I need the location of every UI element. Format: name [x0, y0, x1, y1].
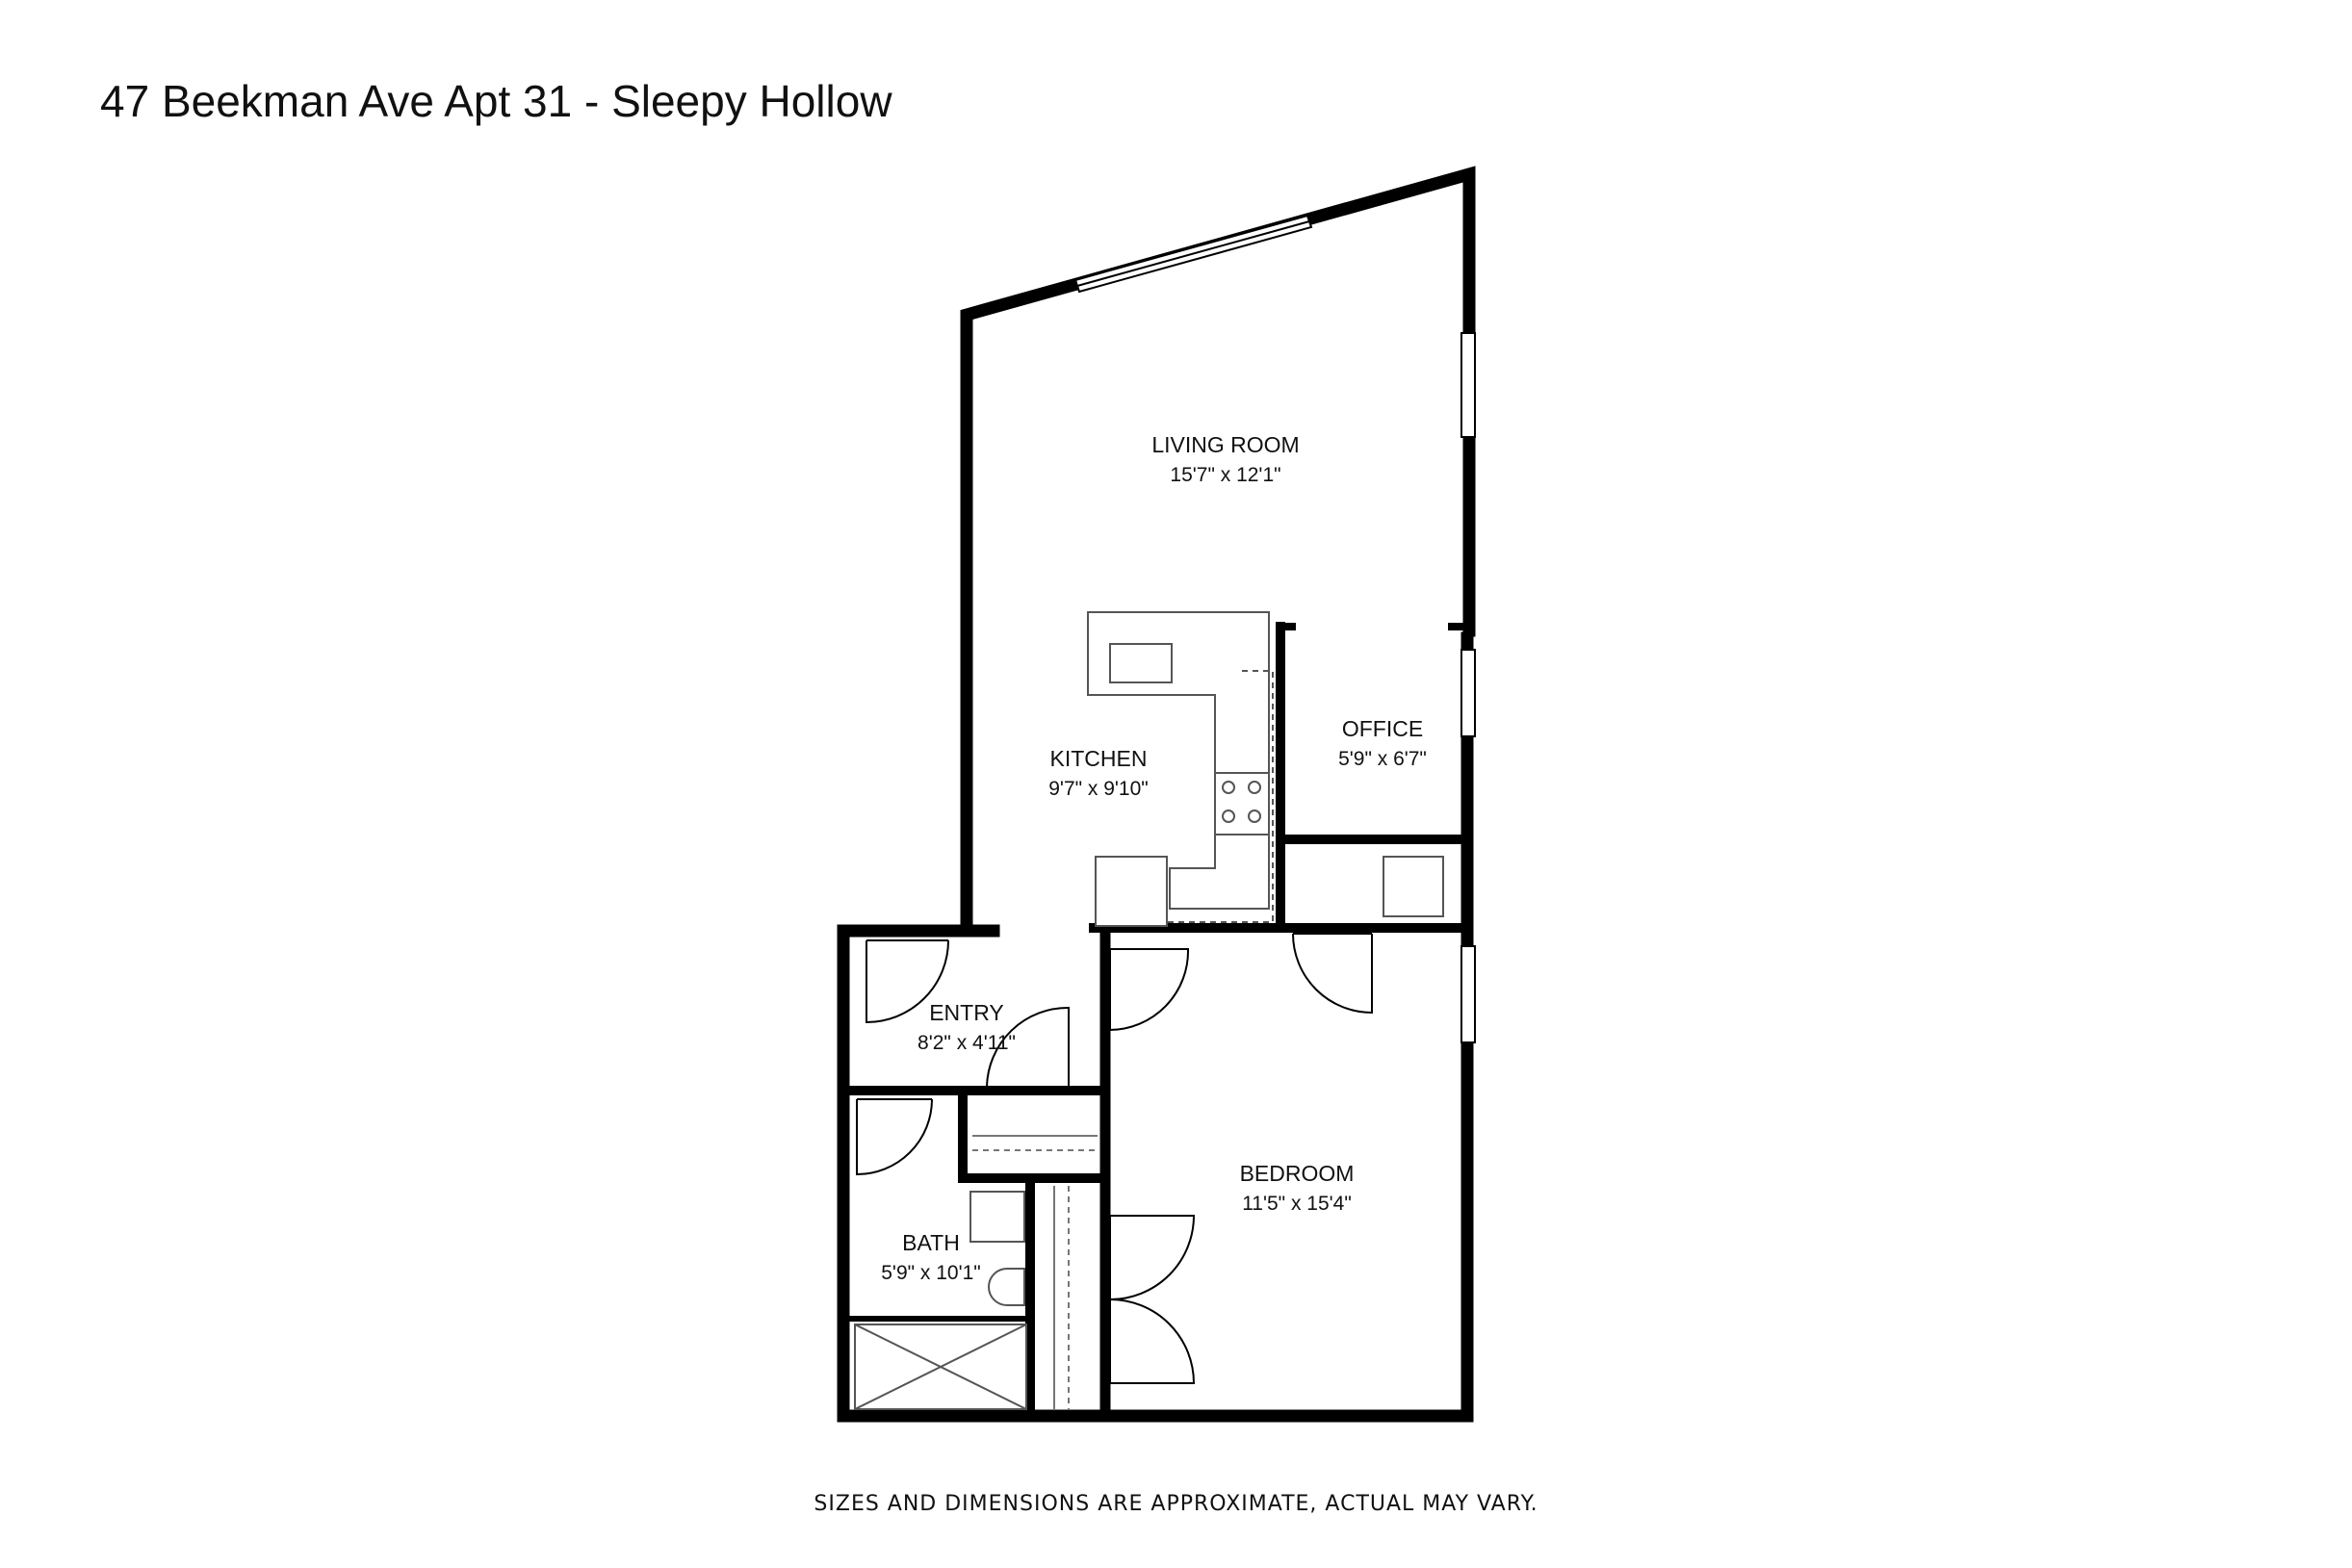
bedroom-door-swing [1109, 948, 1190, 1031]
room-labels: LIVING ROOM 15'7" x 12'1" KITCHEN 9'7" x… [881, 432, 1427, 1284]
disclaimer-text: SIZES AND DIMENSIONS ARE APPROXIMATE, AC… [814, 1492, 1538, 1516]
doors [856, 933, 1373, 1384]
bedroom-label: BEDROOM [1240, 1161, 1355, 1186]
office-label: OFFICE [1342, 716, 1423, 741]
entry-dimensions: 8'2" x 4'11" [918, 1032, 1016, 1054]
bath-label: BATH [902, 1230, 960, 1255]
wardrobe-door-top [1109, 1215, 1196, 1300]
entry-label: ENTRY [929, 1000, 1004, 1025]
kitchen-label: KITCHEN [1050, 746, 1148, 771]
page-title: 47 Beekman Ave Apt 31 - Sleepy Hollow [100, 76, 892, 126]
fixtures [854, 856, 1444, 1410]
kitchen-dimensions: 9'7" x 9'10" [1048, 778, 1149, 800]
living-room-dimensions: 15'7" x 12'1" [1170, 464, 1280, 486]
entry-door-swing [866, 939, 949, 1024]
bedroom-dimensions: 11'5" x 15'4" [1242, 1193, 1352, 1215]
windows [1073, 214, 1476, 1043]
interior-walls [839, 622, 1472, 1422]
refrigerator [1095, 856, 1168, 927]
stove [1214, 772, 1270, 835]
bedroom-closet-door-swing [1292, 933, 1373, 1015]
entry-closet-door-swing [986, 1006, 1070, 1088]
kitchen-fixtures [1087, 611, 1274, 927]
toilet [988, 1268, 1025, 1306]
bath-sink [969, 1191, 1025, 1243]
office-dimensions: 5'9" x 6'7" [1338, 748, 1427, 770]
wardrobe-door-bottom [1109, 1298, 1196, 1384]
living-room-label: LIVING ROOM [1151, 432, 1299, 457]
bath-door-swing [856, 1098, 933, 1176]
washer [1383, 856, 1444, 917]
kitchen-sink [1109, 643, 1173, 683]
bath-dimensions: 5'9" x 10'1" [881, 1262, 981, 1284]
